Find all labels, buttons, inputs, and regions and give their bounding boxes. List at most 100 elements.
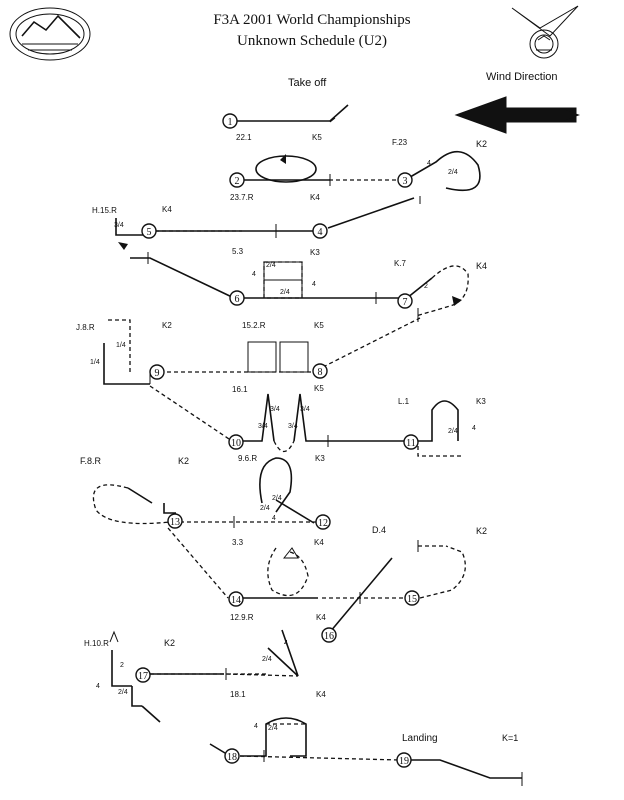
- m18-code: 18.1: [230, 690, 246, 699]
- m17-k: K2: [164, 638, 175, 648]
- maneuver-annotations: 22.1 K5 F.23 K2 23.7.R K4 H.15.R K4 5.3 …: [76, 133, 487, 699]
- maneuver-node-4: 4: [312, 223, 328, 239]
- m6-code: 5.3: [232, 247, 244, 256]
- svg-text:2: 2: [424, 283, 428, 290]
- wind-direction-label: Wind Direction: [486, 71, 558, 83]
- landing-k: K=1: [502, 733, 518, 743]
- m3-k: K2: [476, 139, 487, 149]
- maneuver-node-17: 17: [135, 667, 151, 683]
- svg-text:16: 16: [324, 631, 334, 642]
- m12-k: K3: [315, 454, 325, 463]
- m18-k: K4: [316, 690, 326, 699]
- m14-code: 3.3: [232, 538, 244, 547]
- svg-text:2/4: 2/4: [262, 656, 272, 663]
- m13-k: K2: [178, 456, 189, 466]
- fai-logo: [511, 5, 579, 59]
- m8-k: K5: [314, 321, 324, 330]
- maneuver-node-18: 18: [224, 748, 240, 764]
- svg-text:4: 4: [96, 683, 100, 690]
- svg-text:2/4: 2/4: [118, 689, 128, 696]
- m7-code: K.7: [394, 259, 407, 268]
- svg-text:2/4: 2/4: [280, 289, 290, 296]
- svg-text:13: 13: [170, 517, 180, 528]
- svg-text:2: 2: [120, 662, 124, 669]
- m1-code: 22.1: [236, 133, 252, 142]
- maneuver-node-6: 6: [229, 290, 245, 306]
- svg-text:3/4: 3/4: [300, 406, 310, 413]
- m15-code: D.4: [372, 525, 386, 535]
- m10-code: 16.1: [232, 385, 248, 394]
- svg-text:2/4: 2/4: [272, 495, 282, 502]
- maneuver-node-19: 19: [396, 752, 412, 768]
- svg-text:4: 4: [312, 281, 316, 288]
- svg-text:18: 18: [227, 752, 237, 763]
- wind-arrow-icon: [454, 96, 577, 134]
- maneuver-node-8: 8: [312, 363, 328, 379]
- square-loops: [247, 261, 309, 373]
- maneuver-node-12: 12: [315, 514, 331, 530]
- m9-code: J.8.R: [76, 323, 95, 332]
- svg-text:9: 9: [155, 368, 160, 379]
- m6-k: K3: [310, 248, 320, 257]
- maneuver-nodes: 1 2 3 4 5 6 7 8 9 10 11 12 13 14 15 16 1…: [135, 113, 420, 768]
- m16-k: K4: [316, 613, 326, 622]
- svg-text:4: 4: [252, 271, 256, 278]
- direction-arrows: [109, 154, 462, 643]
- svg-text:4: 4: [272, 515, 276, 522]
- m2-k: K4: [310, 193, 320, 202]
- svg-text:2/4: 2/4: [268, 725, 278, 732]
- svg-text:4: 4: [427, 160, 431, 167]
- m8-code: 15.2.R: [242, 321, 266, 330]
- m13-code: F.8.R: [80, 456, 102, 466]
- m1-k: K5: [312, 133, 322, 142]
- svg-text:2: 2: [235, 176, 240, 187]
- svg-text:3/4: 3/4: [288, 423, 298, 430]
- maneuver-node-2: 2: [229, 172, 245, 188]
- svg-text:4: 4: [284, 640, 288, 647]
- take-off-label: Take off: [288, 77, 327, 89]
- flight-path-dashed: [92, 179, 469, 761]
- m14-k: K4: [314, 538, 324, 547]
- svg-text:11: 11: [406, 438, 416, 449]
- maneuver-node-7: 7: [397, 293, 413, 309]
- m7-k: K4: [476, 261, 487, 271]
- tick-marks: [147, 174, 523, 786]
- maneuver-node-3: 3: [397, 172, 413, 188]
- svg-text:2/4: 2/4: [266, 262, 276, 269]
- m5-code: H.15.R: [92, 206, 117, 215]
- roll-annotations: 4 2/4 3/4 2/4 4 2/4 4 2 1/4 1/4 3/4 3/4 …: [90, 160, 476, 732]
- svg-text:3/4: 3/4: [270, 406, 280, 413]
- m16-code: 12.9.R: [230, 613, 254, 622]
- svg-text:3/4: 3/4: [258, 423, 268, 430]
- maneuver-node-14: 14: [228, 591, 244, 607]
- svg-text:2/4: 2/4: [448, 428, 458, 435]
- maneuver-node-11: 11: [403, 434, 419, 450]
- m15-k: K2: [476, 526, 487, 536]
- maneuver-node-10: 10: [228, 434, 244, 450]
- title-line-2: Unknown Schedule (U2): [237, 33, 387, 49]
- maneuver-node-9: 9: [149, 364, 165, 380]
- svg-text:2/4: 2/4: [260, 505, 270, 512]
- svg-text:7: 7: [403, 297, 408, 308]
- svg-text:15: 15: [407, 594, 417, 605]
- m5-k: K4: [162, 205, 172, 214]
- maneuver-node-13: 13: [167, 513, 183, 529]
- svg-text:12: 12: [318, 518, 328, 529]
- landing-label: Landing: [402, 733, 438, 744]
- svg-text:10: 10: [231, 438, 241, 449]
- svg-text:4: 4: [254, 723, 258, 730]
- m3-code: F.23: [392, 138, 408, 147]
- svg-text:4: 4: [472, 425, 476, 432]
- svg-text:3/4: 3/4: [114, 222, 124, 229]
- svg-text:14: 14: [231, 595, 241, 606]
- svg-text:1: 1: [228, 117, 233, 128]
- m2-code: 23.7.R: [230, 193, 254, 202]
- m11-code: L.1: [398, 397, 410, 406]
- svg-text:17: 17: [138, 671, 148, 682]
- svg-text:8: 8: [318, 367, 323, 378]
- m10-k: K5: [314, 384, 324, 393]
- m11-k: K3: [476, 397, 486, 406]
- maneuver-node-15: 15: [404, 590, 420, 606]
- maneuver-node-16: 16: [321, 627, 337, 643]
